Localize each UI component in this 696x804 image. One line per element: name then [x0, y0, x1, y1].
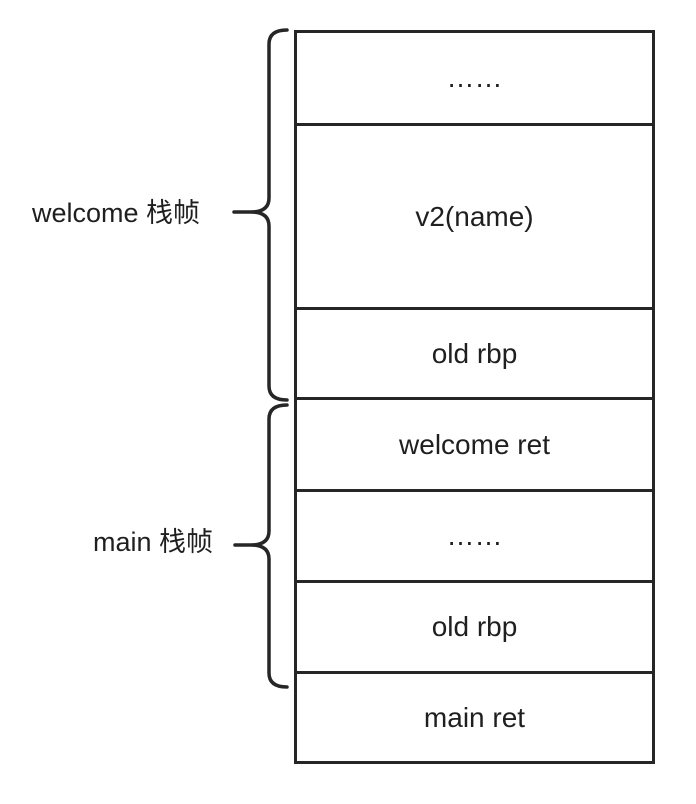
- stack-row-ellipsis-top: ……: [297, 33, 652, 123]
- stack-row-label: main ret: [423, 701, 526, 733]
- welcome-frame-brace: [232, 28, 289, 402]
- stack-row-label: ……: [446, 520, 503, 551]
- stack-row-label: old rbp: [431, 611, 518, 642]
- main-frame-brace: [233, 403, 289, 689]
- stack-row-main-ret: main ret: [297, 671, 652, 761]
- stack-row-label: v2(name): [415, 200, 534, 232]
- stack-row-ellipsis-middle: ……: [297, 489, 652, 580]
- stack-row-label: welcome ret: [399, 428, 550, 460]
- stack-column: …… v2(name) old rbp welcome ret …… old r…: [294, 30, 655, 764]
- stack-row-label: ……: [446, 62, 503, 93]
- stack-row-old-rbp-welcome: old rbp: [297, 307, 652, 397]
- stack-row-label: old rbp: [431, 337, 518, 369]
- stack-row-v2-name: v2(name): [297, 123, 652, 307]
- welcome-frame-label: welcome 栈帧: [32, 198, 201, 228]
- stack-row-welcome-ret: welcome ret: [297, 397, 652, 489]
- main-frame-label: main 栈帧: [93, 527, 214, 557]
- stack-row-old-rbp-main: old rbp: [297, 580, 652, 671]
